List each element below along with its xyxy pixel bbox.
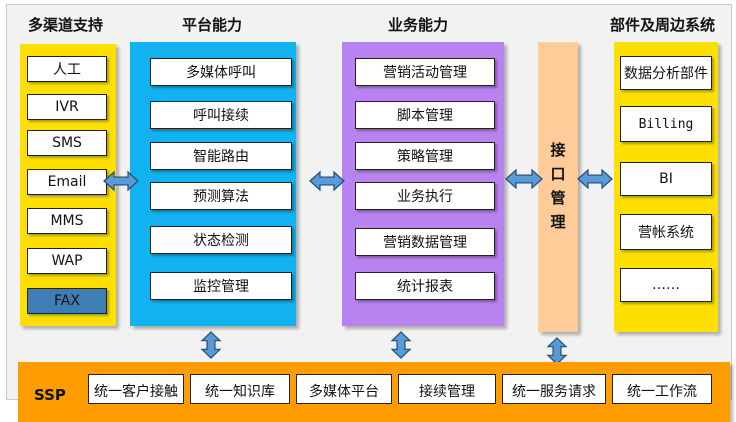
- double-arrow-interface-systems: [577, 168, 613, 190]
- ssp-label: SSP: [34, 386, 66, 404]
- channels-title: 多渠道支持: [28, 16, 104, 34]
- interface-label-char: 接: [550, 141, 566, 159]
- channel-item-7: FAX: [27, 288, 107, 314]
- double-arrow-platform-business: [309, 170, 345, 192]
- channel-item-3: SMS: [27, 130, 107, 156]
- platform-item-5: 状态检测: [150, 226, 292, 254]
- double-arrow-interface-ssp: [546, 337, 568, 365]
- channel-item-5: MMS: [27, 208, 107, 234]
- platform-item-1: 多媒体呼叫: [150, 58, 292, 86]
- system-item-1: 数据分析部件: [620, 56, 712, 90]
- interface-label-char: 口: [550, 165, 566, 183]
- platform-item-2: 呼叫接续: [150, 101, 292, 129]
- channel-item-1: 人工: [27, 56, 107, 82]
- business-item-2: 脚本管理: [355, 101, 495, 129]
- platform-item-4: 预测算法: [150, 182, 292, 210]
- double-arrow-platform-ssp: [200, 331, 222, 359]
- ssp-service-2: 统一知识库: [190, 374, 290, 404]
- interface-label-char: 理: [550, 213, 566, 231]
- system-item-4: 营帐系统: [620, 214, 712, 250]
- interface-label: 接 口 管 理: [538, 138, 578, 234]
- channel-item-6: WAP: [27, 248, 107, 274]
- system-item-3: BI: [620, 162, 712, 196]
- ssp-service-6: 统一工作流: [612, 374, 712, 404]
- business-item-3: 策略管理: [355, 142, 495, 170]
- ssp-service-3: 多媒体平台: [296, 374, 392, 404]
- channel-item-2: IVR: [27, 94, 107, 120]
- business-item-5: 营销数据管理: [355, 228, 495, 256]
- ssp-service-5: 统一服务请求: [502, 374, 606, 404]
- business-item-1: 营销活动管理: [355, 58, 495, 86]
- platform-item-3: 智能路由: [150, 142, 292, 170]
- business-item-6: 统计报表: [355, 272, 495, 300]
- system-item-5: ……: [620, 268, 712, 302]
- interface-panel: 接 口 管 理: [538, 42, 578, 332]
- business-title: 业务能力: [388, 16, 449, 34]
- business-item-4: 业务执行: [355, 182, 495, 210]
- systems-title: 部件及周边系统: [610, 16, 716, 34]
- interface-label-char: 管: [550, 189, 566, 207]
- platform-item-6: 监控管理: [150, 272, 292, 300]
- system-item-2: Billing: [620, 106, 712, 142]
- double-arrow-channels-platform: [103, 170, 139, 192]
- double-arrow-business-ssp: [390, 331, 412, 359]
- channel-item-4: Email: [27, 169, 107, 195]
- double-arrow-business-interface: [505, 168, 543, 190]
- platform-title: 平台能力: [182, 16, 243, 34]
